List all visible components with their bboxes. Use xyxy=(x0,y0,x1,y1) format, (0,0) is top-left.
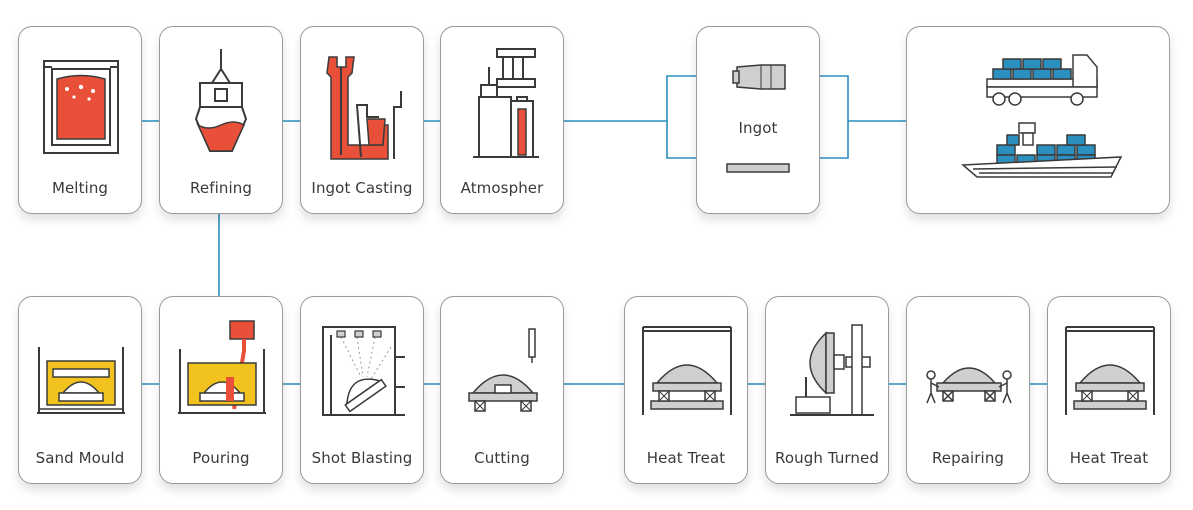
step-label: Shot Blasting xyxy=(311,449,413,467)
furnace-icon xyxy=(1065,326,1155,415)
step-label: Ingot xyxy=(738,119,778,137)
furnace-icon xyxy=(642,326,732,415)
step-label: Refining xyxy=(190,179,252,197)
shipping-card xyxy=(906,26,1170,214)
press-icon xyxy=(473,48,539,158)
mould-icon xyxy=(326,56,402,160)
step-label: Atmospher xyxy=(460,179,544,197)
flat-ingot-icon xyxy=(726,163,790,173)
step-ingot-casting: Ingot Casting xyxy=(300,26,424,214)
cylinder-ingot-icon xyxy=(726,64,790,173)
sand-mould-icon xyxy=(37,347,125,414)
step-shot-blasting: Shot Blasting xyxy=(300,296,424,484)
truck-icon xyxy=(961,54,1123,178)
step-repairing: Repairing xyxy=(906,296,1030,484)
step-label: Sand Mould xyxy=(35,449,125,467)
connector-atmospher-ingot xyxy=(552,70,710,164)
lathe-icon xyxy=(790,324,874,416)
step-label: Cutting xyxy=(474,449,530,467)
step-label: Heat Treat xyxy=(1069,449,1149,467)
crucible-icon xyxy=(43,60,119,154)
step-rough-turned: Rough Turned xyxy=(765,296,889,484)
step-melting: Melting xyxy=(18,26,142,214)
connector-refining-pouring xyxy=(213,203,225,307)
step-refining: Refining xyxy=(159,26,283,214)
step-heat-treat-1: Heat Treat xyxy=(624,296,748,484)
connector-ingot-shipping xyxy=(811,75,914,159)
step-label: Rough Turned xyxy=(775,449,879,467)
step-cutting: Cutting xyxy=(440,296,564,484)
step-heat-treat-2: Heat Treat xyxy=(1047,296,1171,484)
step-ingot: Ingot xyxy=(696,26,820,214)
blasting-icon xyxy=(322,326,405,416)
ladle-icon xyxy=(194,49,248,152)
step-sand-mould: Sand Mould xyxy=(18,296,142,484)
step-pouring: Pouring xyxy=(159,296,283,484)
step-label: Pouring xyxy=(192,449,250,467)
step-atmospher: Atmospher xyxy=(440,26,564,214)
step-label: Heat Treat xyxy=(646,449,726,467)
pouring-icon xyxy=(178,320,266,414)
repair-icon xyxy=(926,367,1012,404)
step-label: Ingot Casting xyxy=(311,179,413,197)
step-label: Melting xyxy=(51,179,109,197)
gear-casting-icon xyxy=(468,328,538,412)
step-label: Repairing xyxy=(931,449,1005,467)
cargo-ship-icon xyxy=(961,122,1123,178)
